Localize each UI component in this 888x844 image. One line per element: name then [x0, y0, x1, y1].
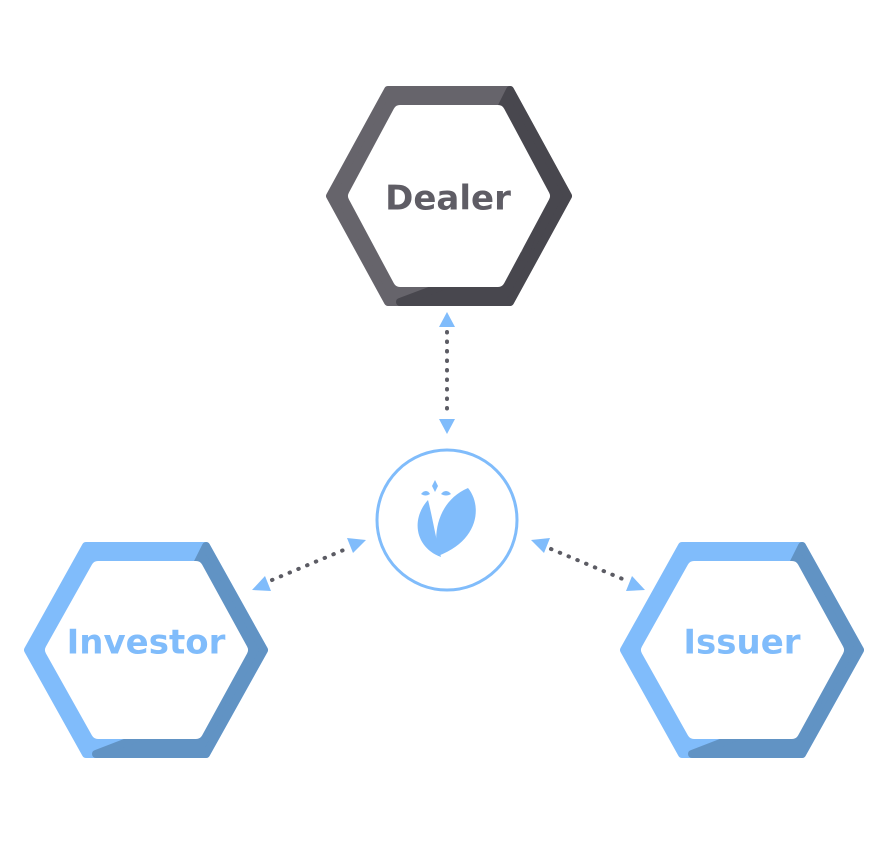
arrowhead-left: [252, 576, 271, 591]
investor-hex-inner: [45, 561, 248, 739]
issuer-label: Issuer: [683, 623, 800, 663]
dealer-label: Dealer: [385, 179, 511, 219]
hub-node: [375, 448, 519, 592]
dealer-node: Dealer: [326, 86, 572, 306]
issuer-node: Issuer: [620, 542, 864, 758]
dotted-line: [270, 547, 348, 582]
investor-node: Investor: [24, 542, 268, 758]
connector-hub-dealer: [439, 312, 455, 434]
arrowhead-up: [439, 312, 455, 327]
arrowhead-right: [347, 538, 366, 553]
lotus-logo-icon: [417, 480, 476, 557]
connector-hub-investor: [252, 538, 366, 591]
dotted-line: [549, 547, 627, 582]
connector-hub-issuer: [531, 538, 645, 591]
arrowhead-down: [439, 419, 455, 434]
investor-label: Investor: [67, 623, 226, 663]
issuer-hex-inner: [641, 561, 844, 739]
arrowhead-left: [531, 538, 550, 553]
dealer-hex-inner: [348, 105, 550, 287]
arrowhead-right: [626, 576, 645, 591]
